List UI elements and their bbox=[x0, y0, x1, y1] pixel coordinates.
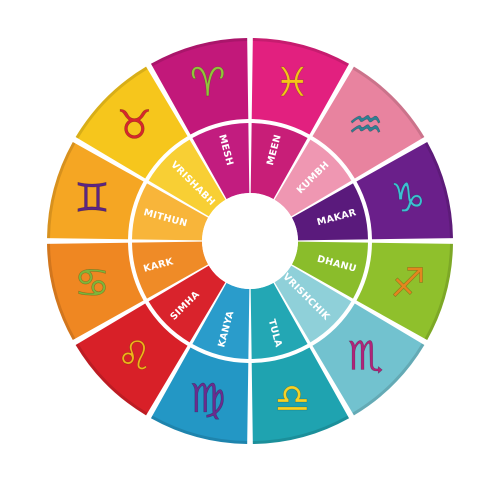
inner-band-kark bbox=[132, 241, 209, 299]
pisces-fish-icon: ♓ bbox=[274, 60, 310, 106]
inner-band-mithun bbox=[132, 183, 209, 241]
gemini-twins-icon: ♊ bbox=[74, 176, 110, 222]
capricorn-goat-icon: ♑ bbox=[390, 176, 426, 222]
virgo-maiden-icon: ♍ bbox=[190, 376, 226, 422]
sign-segment-tula[interactable]: TULA♎ bbox=[250, 282, 350, 444]
sign-segment-makar[interactable]: MAKAR♑ bbox=[291, 141, 453, 241]
aquarius-waterbearer-icon: ♒ bbox=[348, 102, 384, 148]
outer-band-vrishchik bbox=[312, 303, 425, 416]
outer-band-vrishabh bbox=[75, 66, 188, 179]
inner-band-meen bbox=[250, 123, 308, 200]
leo-lion-icon: ♌ bbox=[116, 334, 152, 380]
outer-rim-dhanu bbox=[424, 243, 453, 341]
sign-segment-dhanu[interactable]: DHANU♐ bbox=[291, 241, 453, 341]
inner-band-mesh bbox=[192, 123, 250, 200]
outer-band-simha bbox=[75, 303, 188, 416]
scorpio-scorpion-icon: ♏ bbox=[348, 334, 384, 380]
outer-rim-mesh bbox=[150, 38, 248, 67]
sign-segment-meen[interactable]: MEEN♓ bbox=[250, 38, 350, 200]
inner-band-vrishchik bbox=[274, 265, 352, 343]
outer-band-kark bbox=[47, 242, 144, 341]
cancer-crab-icon: ♋ bbox=[74, 260, 110, 306]
sign-segment-simha[interactable]: SIMHA♌ bbox=[75, 265, 226, 416]
sign-segment-mithun[interactable]: MITHUN♊ bbox=[47, 141, 209, 241]
outer-rim-kanya bbox=[150, 415, 248, 444]
outer-band-dhanu bbox=[356, 242, 453, 341]
inner-band-tula bbox=[250, 282, 308, 359]
outer-band-kumbh bbox=[312, 66, 425, 179]
taurus-bull-icon: ♉ bbox=[116, 102, 152, 148]
outer-rim-makar bbox=[424, 141, 453, 239]
outer-rim-kark bbox=[47, 243, 76, 341]
outer-band-kanya bbox=[150, 347, 249, 444]
aries-ram-icon: ♈ bbox=[190, 60, 226, 106]
outer-rim-meen bbox=[252, 38, 350, 67]
sign-segment-kanya[interactable]: KANYA♍ bbox=[150, 282, 250, 444]
sign-segment-kumbh[interactable]: KUMBH♒ bbox=[274, 66, 425, 217]
center-hole bbox=[202, 193, 298, 289]
inner-band-vrishabh bbox=[148, 139, 226, 217]
inner-band-makar bbox=[291, 183, 368, 241]
sign-segment-mesh[interactable]: MESH♈ bbox=[150, 38, 250, 200]
sign-segment-kark[interactable]: KARK♋ bbox=[47, 241, 209, 341]
sagittarius-archer-icon: ♐ bbox=[390, 260, 426, 306]
outer-band-meen bbox=[251, 38, 350, 135]
inner-band-kumbh bbox=[274, 139, 352, 217]
outer-band-mesh bbox=[150, 38, 249, 135]
outer-band-makar bbox=[356, 141, 453, 240]
inner-band-simha bbox=[148, 265, 226, 343]
outer-rim-tula bbox=[252, 415, 350, 444]
inner-band-dhanu bbox=[291, 241, 368, 299]
inner-band-kanya bbox=[192, 282, 250, 359]
outer-rim-mithun bbox=[47, 141, 76, 239]
outer-band-mithun bbox=[47, 141, 144, 240]
outer-band-tula bbox=[251, 347, 350, 444]
libra-scales-icon: ♎ bbox=[274, 376, 310, 422]
